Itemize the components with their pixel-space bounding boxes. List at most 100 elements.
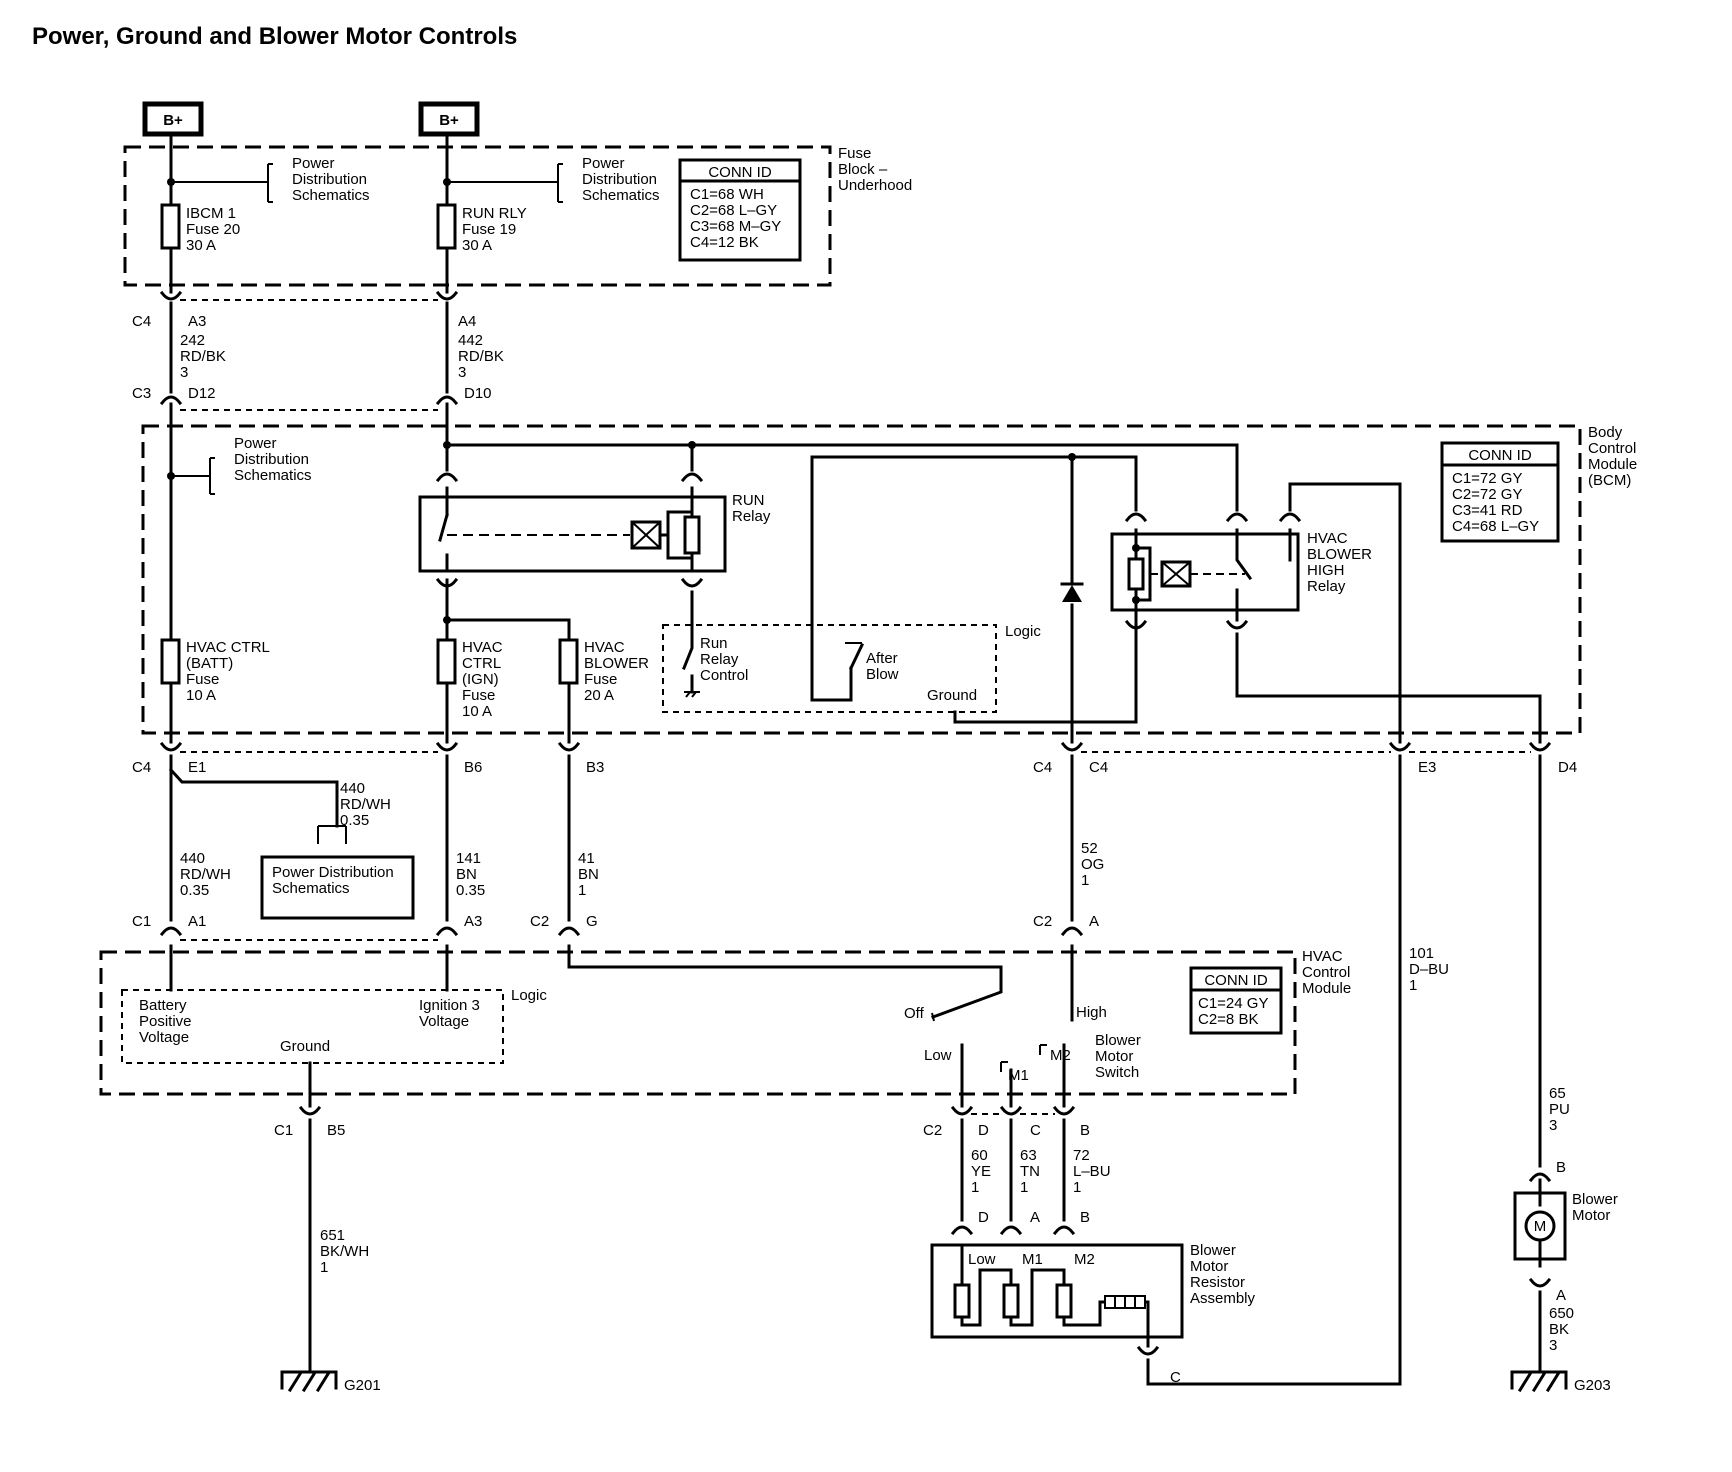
hvac-ground-label: Ground xyxy=(280,1038,330,1055)
hvac-logic-block xyxy=(121,989,504,1064)
blower-motor-switch-label: Blower Motor Switch xyxy=(1095,1032,1145,1081)
body-control-module xyxy=(141,424,1582,735)
fuse-hvac-ctrl-batt-label: HVAC CTRL (BATT) Fuse 10 A xyxy=(186,639,274,704)
page-title: Power, Ground and Blower Motor Controls xyxy=(32,23,517,50)
svg-text:C1=24 GY: C1=24 GY xyxy=(1198,995,1268,1012)
run-relay xyxy=(418,495,727,573)
hvac-blower-high-relay-label: HVAC BLOWER HIGH Relay xyxy=(1307,530,1376,595)
svg-text:C2: C2 xyxy=(1033,913,1052,930)
ground-label-g201: G201 xyxy=(344,1377,381,1394)
svg-text:C3=41 RD: C3=41 RD xyxy=(1452,502,1523,519)
pin-label-b3: B3 xyxy=(586,759,604,776)
wire-442-label: 442 RD/BK 3 xyxy=(458,332,508,381)
svg-text:C2=68 L–GY: C2=68 L–GY xyxy=(690,202,777,219)
svg-text:C1: C1 xyxy=(274,1122,293,1139)
wire-242-label: 242 RD/BK 3 xyxy=(180,332,230,381)
wire-650-label: 650 BK 3 xyxy=(1549,1305,1578,1354)
fuse-hvac-ctrl-batt xyxy=(160,638,181,685)
pin-label-a4: A4 xyxy=(458,313,476,330)
svg-text:CONN ID: CONN ID xyxy=(708,164,772,181)
wire-101-label: 101 D–BU 1 xyxy=(1409,945,1453,994)
pds-tap-left xyxy=(171,163,273,203)
pin-label-e1: E1 xyxy=(188,759,206,776)
svg-text:A: A xyxy=(1089,913,1099,930)
pin-label-e3: E3 xyxy=(1418,759,1436,776)
wire-141-label: 141 BN 0.35 xyxy=(456,850,485,899)
wire-440-lower-label: 440 RD/WH 0.35 xyxy=(180,850,235,899)
resistor-m2-label: M2 xyxy=(1074,1251,1095,1268)
svg-text:C3=68 M–GY: C3=68 M–GY xyxy=(690,218,781,235)
resistor-assembly-label: Blower Motor Resistor Assembly xyxy=(1190,1242,1256,1307)
pds-label-fuseblock-right: Power Distribution Schematics xyxy=(582,155,661,204)
hvac-blower-high-relay xyxy=(1110,532,1300,612)
battery-terminal-left: B+ xyxy=(142,101,204,137)
hvac-module-name: HVAC Control Module xyxy=(1302,948,1355,997)
svg-text:C2=8 BK: C2=8 BK xyxy=(1198,1011,1258,1028)
wire-65-label: 65 PU 3 xyxy=(1549,1085,1574,1134)
svg-text:C4: C4 xyxy=(1033,759,1052,776)
connector-hvac-bottom xyxy=(298,1105,1076,1116)
fuse-run-rly-label: RUN RLY Fuse 19 30 A xyxy=(462,205,531,254)
switch-m1-label: M1 xyxy=(1008,1067,1029,1084)
run-relay-control-label: Run Relay Control xyxy=(700,635,748,684)
run-relay-label: RUN Relay xyxy=(732,492,771,525)
hvac-control-module xyxy=(99,950,1297,1096)
svg-text:M: M xyxy=(1534,1218,1547,1235)
pin-label-c4: C4 xyxy=(1089,759,1108,776)
wire-63-label: 63 TN 1 xyxy=(1020,1147,1044,1196)
pin-label-d4: D4 xyxy=(1558,759,1577,776)
svg-text:C2=72 GY: C2=72 GY xyxy=(1452,486,1522,503)
svg-text:B+: B+ xyxy=(439,112,459,129)
pin-label-d12: D12 xyxy=(188,385,216,402)
svg-text:CONN ID: CONN ID xyxy=(1204,972,1268,989)
switch-m2-label: M2 xyxy=(1050,1047,1071,1064)
pin-label-b5: B5 xyxy=(327,1122,345,1139)
ground-icon-g203 xyxy=(1510,1370,1568,1393)
pin-label-a3: A3 xyxy=(188,313,206,330)
ground-icon-g201 xyxy=(280,1370,338,1393)
svg-text:C4: C4 xyxy=(132,759,151,776)
svg-text:C: C xyxy=(1030,1122,1041,1139)
conn-label-c3: C3 xyxy=(132,385,151,402)
ignition-voltage-label: Ignition 3 Voltage xyxy=(419,997,484,1030)
bcm-logic-block xyxy=(662,624,997,713)
fuse-run-rly xyxy=(436,203,457,250)
svg-text:D: D xyxy=(978,1122,989,1139)
svg-text:C1=68 WH: C1=68 WH xyxy=(690,186,764,203)
battery-voltage-label: Battery Positive Voltage xyxy=(139,997,196,1046)
wire-60-label: 60 YE 1 xyxy=(971,1147,995,1196)
svg-text:D: D xyxy=(978,1209,989,1226)
resistor-low-label: Low xyxy=(968,1251,996,1268)
pin-label-a1: A1 xyxy=(188,913,206,930)
battery-terminal-right: B+ xyxy=(418,101,480,137)
wire-72-label: 72 L–BU 1 xyxy=(1073,1147,1115,1196)
wire-101 xyxy=(1146,1358,1402,1386)
connector-c4-fuseblock xyxy=(159,290,459,301)
bcm-logic-label: Logic xyxy=(1005,623,1041,640)
pds-label-fuseblock-left: Power Distribution Schematics xyxy=(292,155,371,204)
wire-440-upper-label: 440 RD/WH 0.35 xyxy=(340,780,395,829)
hvac-conn-id: CONN ID C1=24 GY C2=8 BK xyxy=(1189,966,1283,1035)
wire-41-label: 41 BN 1 xyxy=(578,850,603,899)
motor-icon xyxy=(1524,1210,1556,1242)
fuse-hvac-ctrl-ign-label: HVAC CTRL (IGN) Fuse 10 A xyxy=(462,639,507,720)
bcm-name: Body Control Module (BCM) xyxy=(1588,424,1641,489)
fuse-hvac-blower xyxy=(558,638,579,685)
switch-off-label: Off xyxy=(904,1005,925,1022)
conn-label-c4-top: C4 xyxy=(132,313,151,330)
wire-651-label: 651 BK/WH 1 xyxy=(320,1227,373,1276)
wire-bcm-run-bus xyxy=(445,443,1239,512)
diode xyxy=(1062,585,1082,602)
svg-text:C4=68 L–GY: C4=68 L–GY xyxy=(1452,518,1539,535)
fuse-block-name: Fuse Block – Underhood xyxy=(838,145,912,194)
svg-text:B: B xyxy=(1080,1209,1090,1226)
pin-label-b6: B6 xyxy=(464,759,482,776)
fuse-block-underhood xyxy=(123,145,832,287)
resistor-m1-label: M1 xyxy=(1022,1251,1043,1268)
svg-text:C1: C1 xyxy=(132,913,151,930)
pds-tap-right xyxy=(447,163,563,203)
switch-low-label: Low xyxy=(924,1047,952,1064)
blower-switch-common xyxy=(567,944,1003,1019)
pds-label-bcm: Power Distribution Schematics xyxy=(234,435,313,484)
